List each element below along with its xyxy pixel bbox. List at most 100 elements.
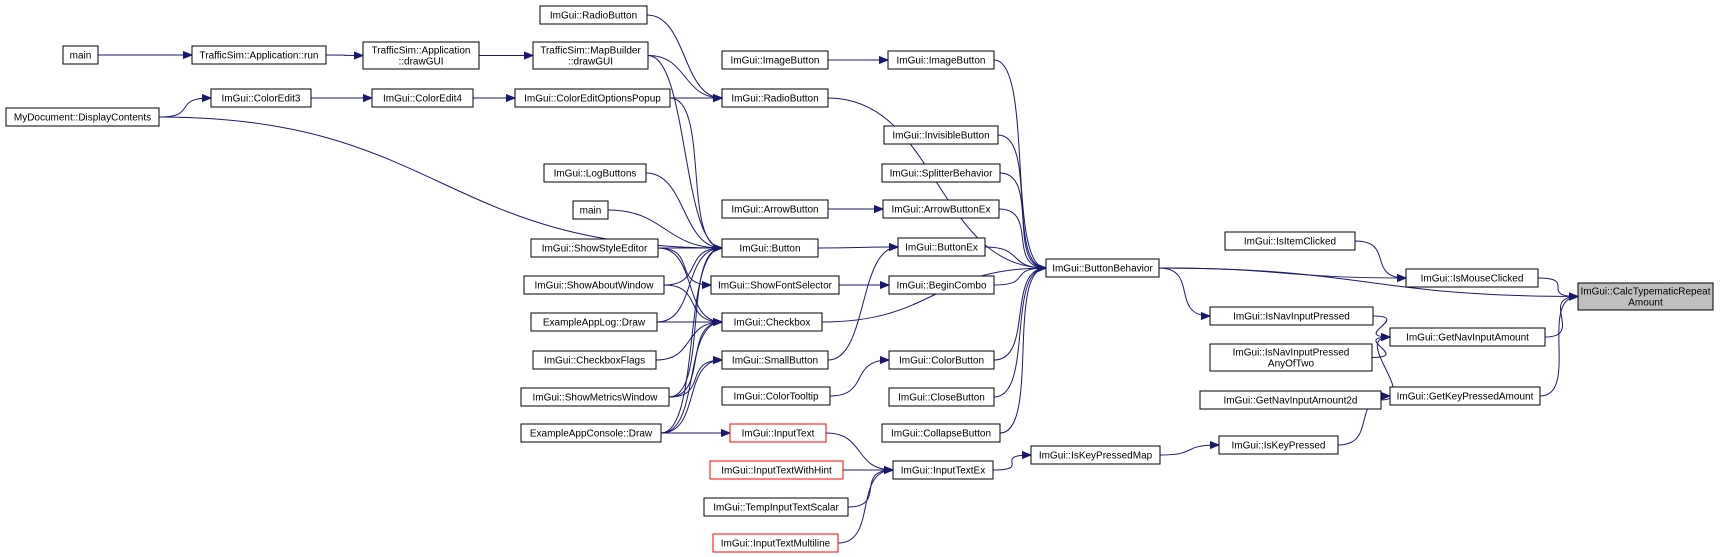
node-label: ImGui::ArrowButton <box>731 205 818 216</box>
node-box <box>721 312 823 332</box>
node-button[interactable]: ImGui::Button <box>721 238 819 258</box>
node-imagebutton[interactable]: ImGui::ImageButton <box>887 50 995 70</box>
node-colortooltip[interactable]: ImGui::ColorTooltip <box>721 386 831 406</box>
edge-showmetrics-to-smallbutton <box>668 360 722 398</box>
edge-buttonex-to-buttonbehavior <box>984 246 1046 268</box>
edge-inputtext-to-inputtextex <box>825 432 893 470</box>
node-mouseclicked[interactable]: ImGui::IsMouseClicked <box>1405 268 1539 288</box>
node-label: ImGui::IsKeyPressed <box>1232 441 1326 452</box>
node-coloredit3[interactable]: ImGui::ColorEdit3 <box>210 88 312 108</box>
node-label: ExampleAppLog::Draw <box>543 318 646 329</box>
node-label: TrafficSim::MapBuilder <box>540 46 641 57</box>
node-colorbutton[interactable]: ImGui::ColorButton <box>888 350 995 370</box>
edge-mapbuilder-to-button <box>647 55 723 249</box>
node-getkeypressed[interactable]: ImGui::GetKeyPressedAmount <box>1389 386 1541 406</box>
node-exampleappconsole[interactable]: ExampleAppConsole::Draw <box>520 423 662 443</box>
node-box <box>721 88 829 108</box>
edge-itemclicked-to-mouseclicked <box>1354 240 1406 278</box>
node-box <box>62 45 99 65</box>
node-mapbuilder[interactable]: TrafficSim::MapBuilder::drawGUI <box>532 41 649 70</box>
node-splitter[interactable]: ImGui::SplitterBehavior <box>881 163 1001 183</box>
edge-logbuttons-to-button <box>645 172 722 248</box>
node-label: ImGui::CloseButton <box>898 393 985 404</box>
node-buttonbehavior[interactable]: ImGui::ButtonBehavior <box>1045 258 1160 278</box>
node-label: ImGui::ColorEditOptionsPopup <box>524 94 661 105</box>
edge-main1-to-button <box>607 209 722 248</box>
node-box <box>721 350 829 370</box>
node-coloredit4[interactable]: ImGui::ColorEdit4 <box>371 88 474 108</box>
node-checkboxflags[interactable]: ImGui::CheckboxFlags <box>532 350 657 370</box>
node-checkbox[interactable]: ImGui::Checkbox <box>721 312 823 332</box>
node-mydocument[interactable]: MyDocument::DisplayContents <box>5 107 160 127</box>
node-exampleapplog[interactable]: ExampleAppLog::Draw <box>530 312 658 332</box>
node-label: ImGui::ColorTooltip <box>733 392 818 403</box>
node-inputtextmulti[interactable]: ImGui::InputTextMultiline <box>712 533 839 553</box>
node-apprun[interactable]: TrafficSim::Application::run <box>191 45 327 65</box>
node-label: Amount <box>1628 298 1663 309</box>
node-box <box>530 312 658 332</box>
node-iskeypressed[interactable]: ImGui::IsKeyPressed <box>1218 435 1339 455</box>
node-label: ImGui::ColorEdit4 <box>383 94 462 105</box>
node-main0[interactable]: main <box>62 45 99 65</box>
node-tempinputscalar[interactable]: ImGui::TempInputTextScalar <box>703 497 849 517</box>
node-label: ImGui::CheckboxFlags <box>544 356 645 367</box>
node-radiobutton0[interactable]: ImGui::RadioButton <box>539 5 648 25</box>
node-box <box>210 88 312 108</box>
node-box <box>1045 258 1160 278</box>
node-label: ImGui::ArrowButtonEx <box>892 205 991 216</box>
nodes-layer: ImGui::CalcTypematicRepeatAmountImGui::I… <box>5 5 1714 553</box>
node-closebutton[interactable]: ImGui::CloseButton <box>888 387 995 407</box>
node-getnavinput[interactable]: ImGui::GetNavInputAmount <box>1389 327 1546 347</box>
node-begincombo[interactable]: ImGui::BeginCombo <box>888 275 995 295</box>
node-logbuttons[interactable]: ImGui::LogButtons <box>543 163 647 183</box>
node-main1[interactable]: main <box>572 200 609 220</box>
node-navinputpressed[interactable]: ImGui::IsNavInputPressed <box>1209 306 1374 326</box>
node-iskeypressedmap[interactable]: ImGui::IsKeyPressedMap <box>1030 445 1161 465</box>
node-radiobutton[interactable]: ImGui::RadioButton <box>721 88 829 108</box>
node-label: ImGui::IsItemClicked <box>1244 237 1336 248</box>
node-box <box>892 460 994 480</box>
node-invisiblebutton[interactable]: ImGui::InvisibleButton <box>883 125 999 145</box>
node-coloreditoptions[interactable]: ImGui::ColorEditOptionsPopup <box>514 88 671 108</box>
node-arrowbutton[interactable]: ImGui::ArrowButton <box>721 199 829 219</box>
node-label: ImGui::IsNavInputPressed <box>1233 348 1350 359</box>
node-collapsebutton[interactable]: ImGui::CollapseButton <box>881 423 1001 443</box>
node-box <box>1030 445 1161 465</box>
node-box <box>721 386 831 406</box>
node-label: ImGui::GetNavInputAmount <box>1406 333 1529 344</box>
node-arrowbuttonex[interactable]: ImGui::ArrowButtonEx <box>882 199 1000 219</box>
node-buttonex[interactable]: ImGui::ButtonEx <box>897 237 986 257</box>
node-showmetrics[interactable]: ImGui::ShowMetricsWindow <box>520 387 670 407</box>
node-appdraw[interactable]: TrafficSim::Application::drawGUI <box>362 41 480 70</box>
node-box <box>1209 306 1374 326</box>
node-box <box>1218 435 1339 455</box>
node-inputtextex[interactable]: ImGui::InputTextEx <box>892 460 994 480</box>
node-box <box>721 50 829 70</box>
node-label: ImGui::InputText <box>742 429 815 440</box>
node-smallbutton[interactable]: ImGui::SmallButton <box>721 350 829 370</box>
node-inputtexthint[interactable]: ImGui::InputTextWithHint <box>709 460 844 480</box>
node-box <box>721 199 829 219</box>
node-box <box>532 350 657 370</box>
node-box <box>710 275 840 295</box>
edge-coloreditoptions-to-button <box>669 97 722 248</box>
node-itemclicked[interactable]: ImGui::IsItemClicked <box>1224 231 1356 251</box>
node-label: ::drawGUI <box>568 57 613 68</box>
edge-checkboxflags-to-checkbox <box>655 322 722 361</box>
node-imagebutton0[interactable]: ImGui::ImageButton <box>721 50 829 70</box>
node-showfontselector[interactable]: ImGui::ShowFontSelector <box>710 275 840 295</box>
node-showstyleeditor[interactable]: ImGui::ShowStyleEditor <box>530 238 659 258</box>
node-box <box>888 275 995 295</box>
node-label: ImGui::CollapseButton <box>891 429 991 440</box>
node-inputtext[interactable]: ImGui::InputText <box>729 423 827 443</box>
node-box <box>888 387 995 407</box>
node-box <box>712 533 839 553</box>
node-box <box>520 423 662 443</box>
node-box <box>362 41 480 70</box>
node-showaboutwindow[interactable]: ImGui::ShowAboutWindow <box>523 275 665 295</box>
node-label: ImGui::ShowStyleEditor <box>542 244 648 255</box>
node-getnavinput2d[interactable]: ImGui::GetNavInputAmount2d <box>1199 390 1382 410</box>
node-label: ImGui::ImageButton <box>731 56 820 67</box>
